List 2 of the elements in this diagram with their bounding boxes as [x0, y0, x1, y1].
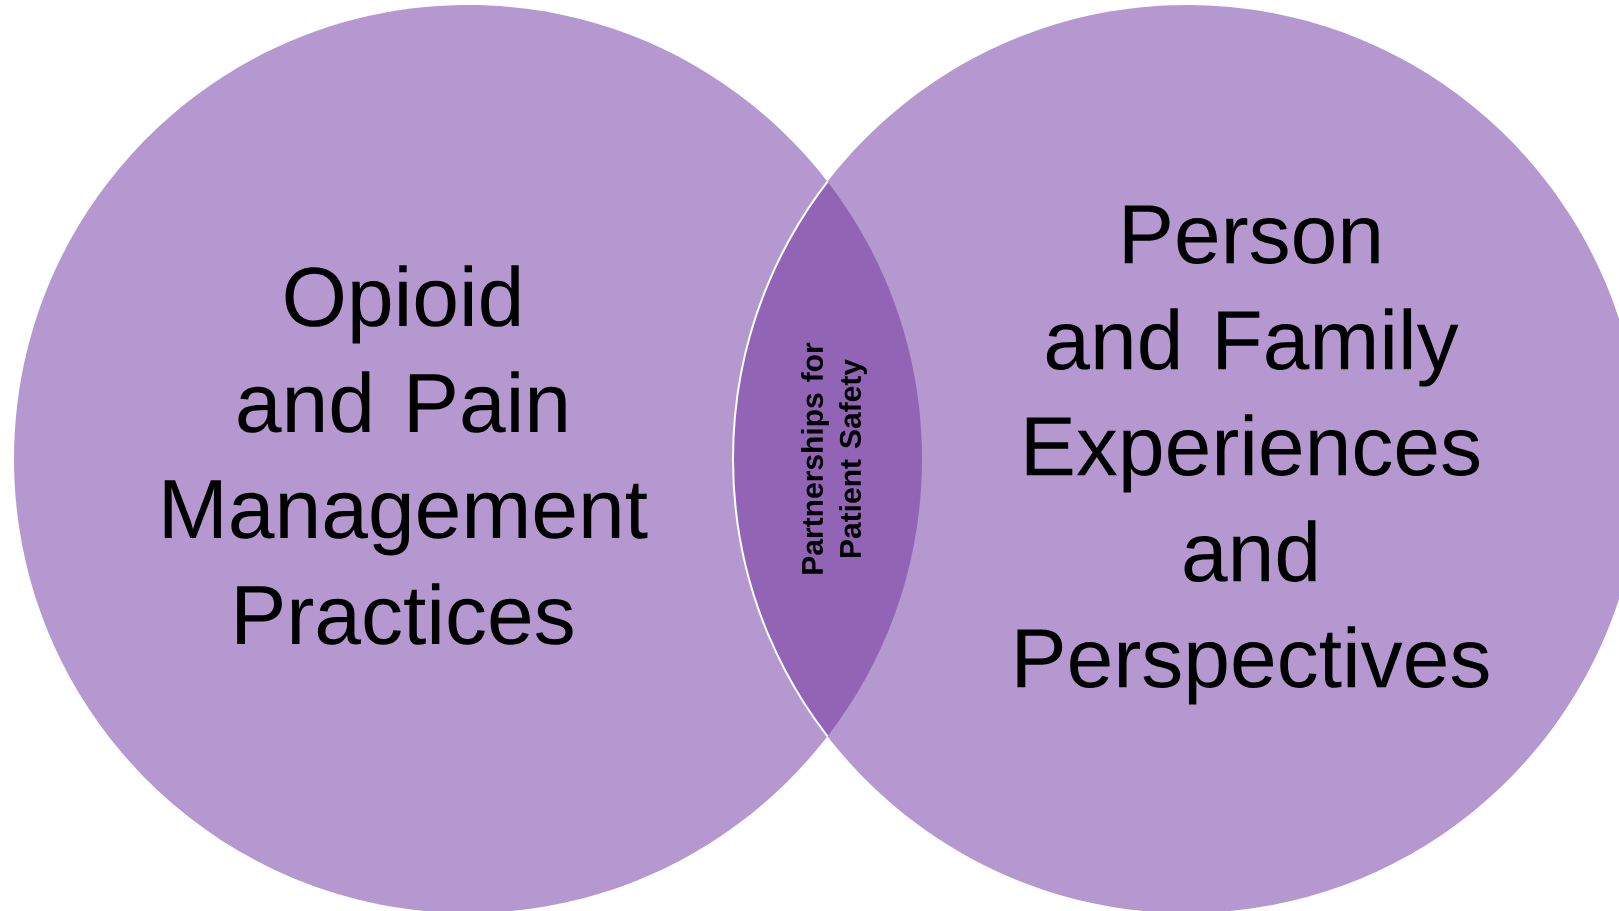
node-label: Person and Family Experiences and Perspectives	[1017, 205, 1489, 705]
overlap-region: Partnerships for Patient Safety	[801, 342, 867, 574]
